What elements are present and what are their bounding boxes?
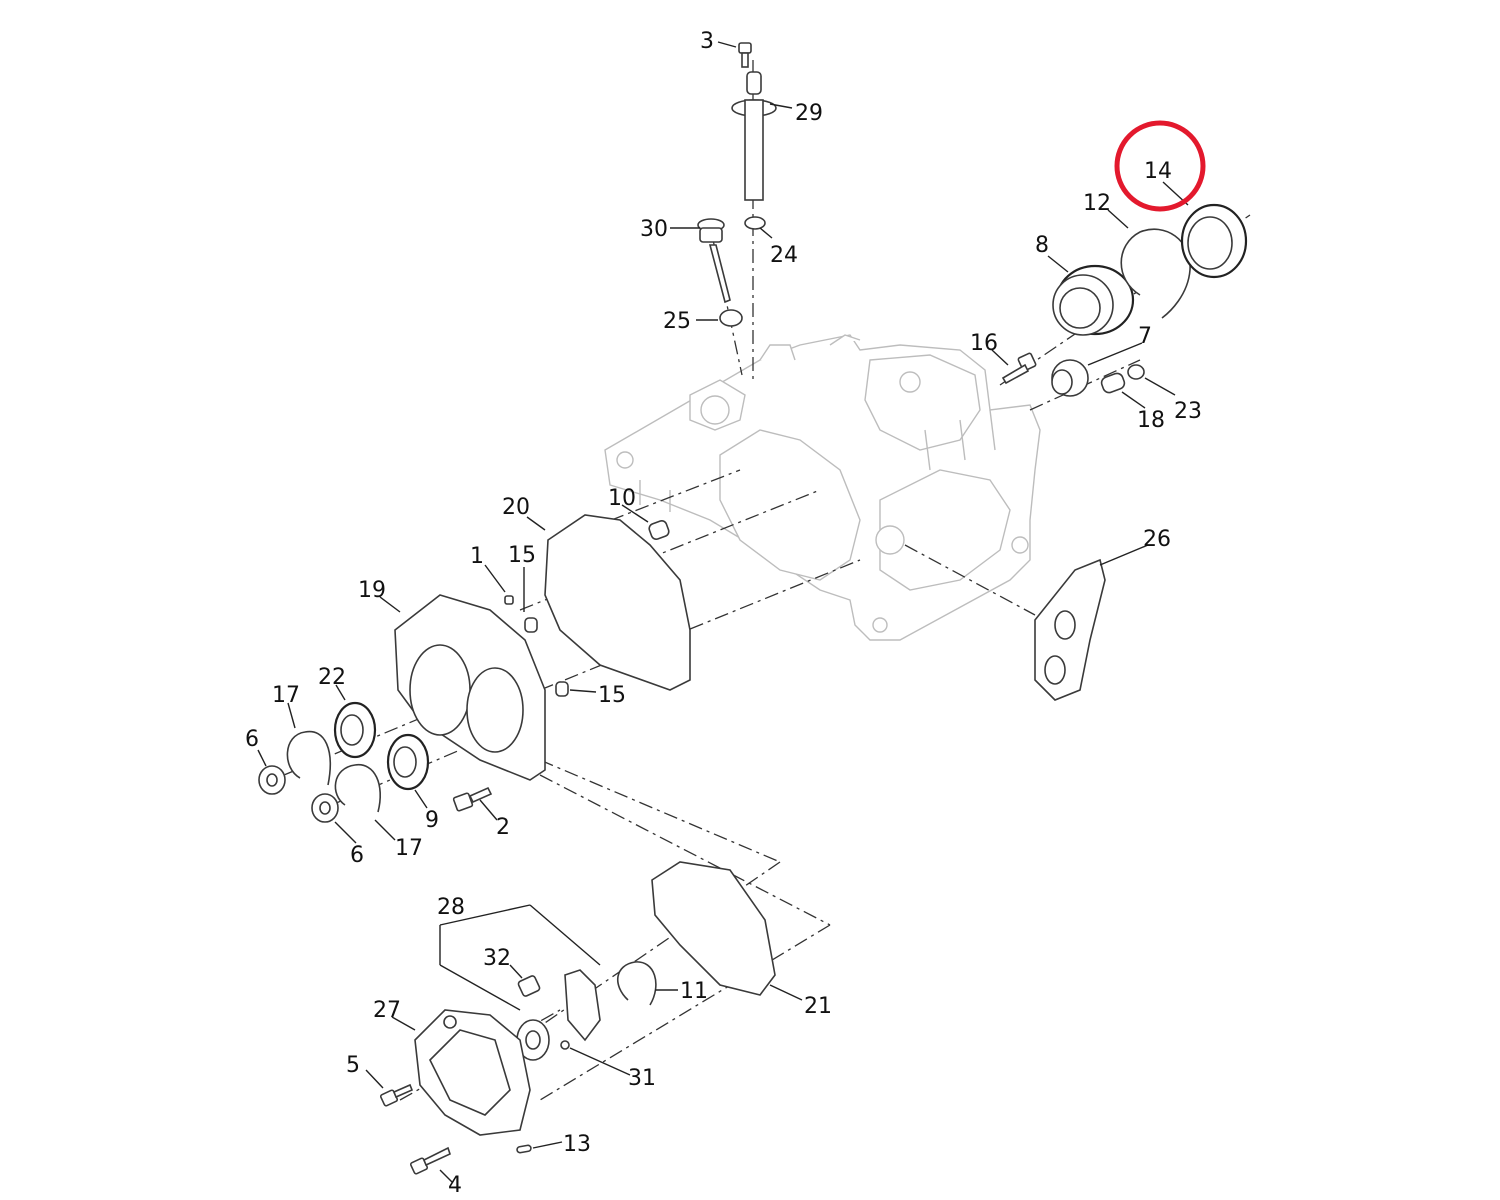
part-17-circlip-upper xyxy=(286,730,332,786)
callout-1: 1 xyxy=(470,544,484,569)
callout-23: 23 xyxy=(1174,399,1202,424)
part-23-nut xyxy=(1127,364,1145,380)
leader-lines xyxy=(257,41,1189,1183)
callout-20: 20 xyxy=(502,495,530,520)
callout-labels-extra: 9 17 28 11 21 27 xyxy=(373,808,832,1023)
part-10-dowel xyxy=(648,520,670,540)
part-15-dowel-lower xyxy=(555,681,569,697)
callout-8: 8 xyxy=(1035,233,1049,258)
part-13-pin xyxy=(516,1144,532,1154)
part-18-dowel xyxy=(1100,372,1126,394)
callout-13: 13 xyxy=(563,1132,591,1157)
callout-16: 16 xyxy=(970,331,998,356)
callout-17-lower-num: 17 xyxy=(395,836,423,861)
part-30-dipstick xyxy=(697,218,731,304)
part-6-nut-lower xyxy=(311,793,339,823)
part-11-circlip xyxy=(617,961,657,1006)
callout-12: 12 xyxy=(1083,191,1111,216)
callout-14: 14 xyxy=(1144,159,1172,184)
part-21-gasket xyxy=(651,861,776,996)
callout-15-upper: 15 xyxy=(508,543,536,568)
part-27-cover xyxy=(414,1009,531,1136)
callout-9-num: 9 xyxy=(425,808,439,833)
part-9-bearing xyxy=(386,733,430,791)
callout-4: 4 xyxy=(448,1173,462,1198)
callout-10: 10 xyxy=(608,486,636,511)
callout-17-upper: 17 xyxy=(272,683,300,708)
callout-2: 2 xyxy=(496,815,510,840)
part-28-selector xyxy=(516,969,601,1061)
callout-labels: 3 29 30 24 25 14 12 8 16 7 18 23 10 20 2… xyxy=(245,29,1202,1198)
callout-25: 25 xyxy=(663,309,691,334)
part-12-circlip xyxy=(1120,228,1191,319)
part-31-pin xyxy=(560,1040,570,1050)
part-26-gasket xyxy=(1034,558,1106,701)
part-14-seal xyxy=(1180,203,1248,279)
part-17-circlip-lower xyxy=(334,764,382,813)
callout-28-num: 28 xyxy=(437,895,465,920)
callout-6-upper: 6 xyxy=(245,727,259,752)
part-3-screw xyxy=(738,42,752,68)
part-19-cover-plate xyxy=(394,594,546,781)
part-1-pin xyxy=(504,595,514,605)
part-20-gasket xyxy=(544,514,691,691)
callout-22: 22 xyxy=(318,665,346,690)
callout-15-lower: 15 xyxy=(598,683,626,708)
part-24-washer xyxy=(744,216,766,230)
callout-26: 26 xyxy=(1143,527,1171,552)
callout-30: 30 xyxy=(640,217,668,242)
part-7-needle-bearing xyxy=(1051,359,1089,397)
part-25-oring xyxy=(719,309,743,327)
callout-21-num: 21 xyxy=(804,994,832,1019)
callout-7: 7 xyxy=(1138,324,1152,349)
callout-6-lower: 6 xyxy=(350,843,364,868)
callout-18: 18 xyxy=(1137,408,1165,433)
part-4-bolt xyxy=(409,1146,451,1175)
callout-19: 19 xyxy=(358,578,386,603)
part-22-bearing xyxy=(333,701,377,759)
crankcase-housing xyxy=(604,334,1041,641)
part-5-bolt xyxy=(379,1083,414,1107)
callout-3: 3 xyxy=(700,29,714,54)
part-29-shaft xyxy=(731,71,777,201)
part-32-bolt xyxy=(517,975,541,997)
callout-32: 32 xyxy=(483,946,511,971)
callout-29: 29 xyxy=(795,101,823,126)
part-6-nut-upper xyxy=(258,765,286,795)
part-2-bolt xyxy=(452,786,493,812)
callout-11-num: 11 xyxy=(680,979,708,1004)
part-8-bearing xyxy=(1052,264,1135,336)
callout-31: 31 xyxy=(628,1066,656,1091)
part-16-bolt xyxy=(1001,352,1037,385)
part-15-dowel-upper xyxy=(524,617,538,633)
callout-24: 24 xyxy=(770,243,798,268)
callout-27-num: 27 xyxy=(373,998,401,1023)
highlight-circle xyxy=(1114,120,1206,212)
callout-5: 5 xyxy=(346,1053,360,1078)
